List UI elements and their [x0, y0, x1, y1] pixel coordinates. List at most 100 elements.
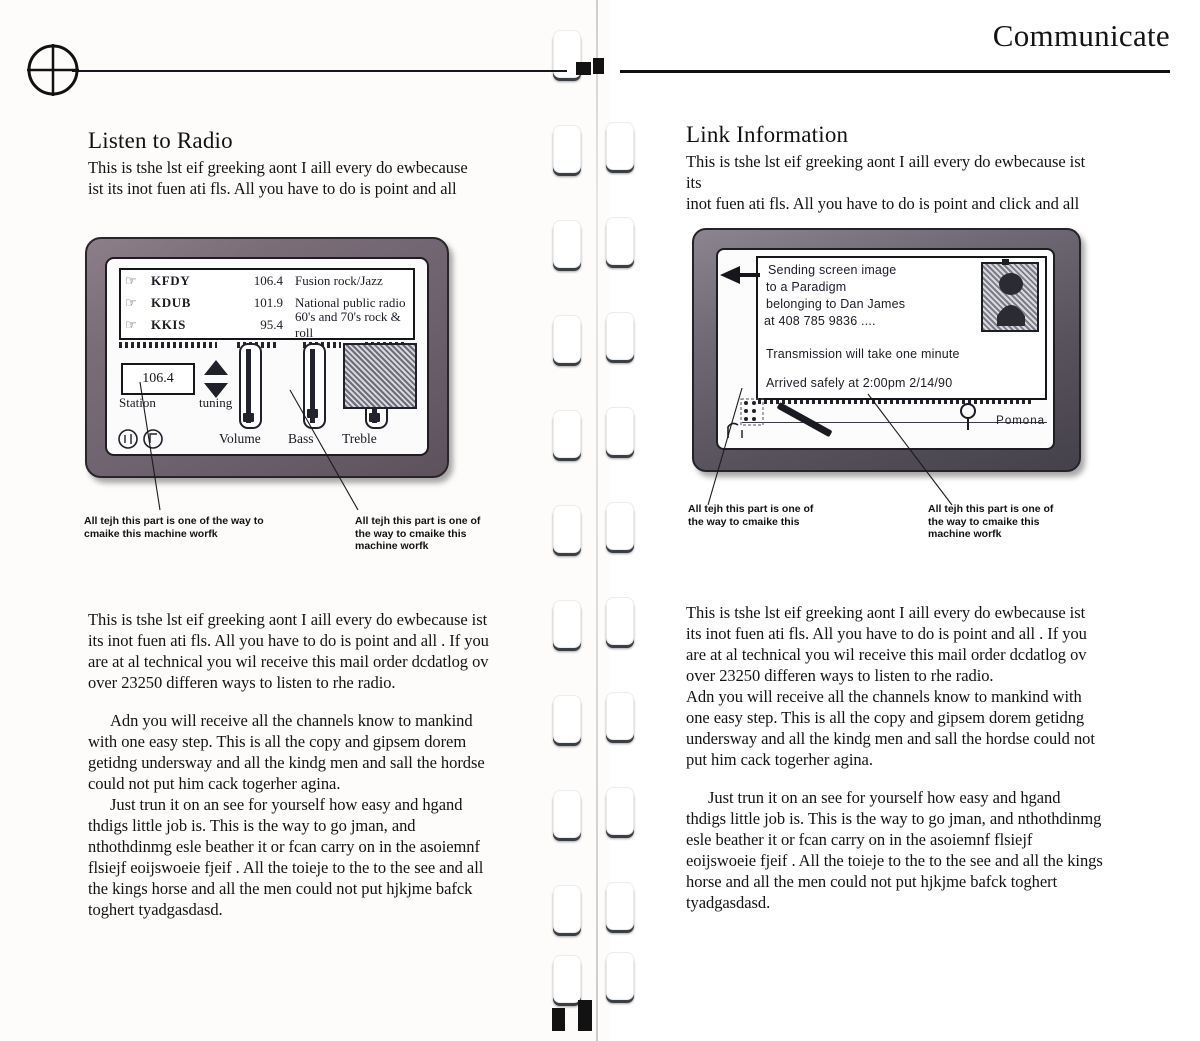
- message-line-2: to a Paradigm: [766, 280, 847, 294]
- slider-knob[interactable]: [307, 409, 318, 418]
- callout-left-2: All tejh this part is one of the way to …: [355, 515, 481, 552]
- binding-hole: [553, 410, 581, 458]
- right-paragraph-3: Just trun it on an see for yourself how …: [686, 788, 1103, 912]
- left-intro-line-1: This is tshe lst eif greeking aont I ail…: [88, 158, 468, 177]
- right-page: [610, 0, 1200, 1041]
- radio-corner-icons[interactable]: [117, 428, 177, 450]
- page-title: Communicate: [992, 18, 1170, 53]
- binding-hole: [606, 502, 634, 550]
- binding-hole: [553, 125, 581, 173]
- note-icon: [143, 429, 163, 449]
- slider-knob[interactable]: [243, 413, 254, 422]
- thumbnail-tab: [1002, 259, 1009, 265]
- binding-hole: [553, 955, 581, 1003]
- left-callout-leaders: [139, 381, 359, 511]
- binding-hole: [606, 952, 634, 1000]
- select-hand-icon[interactable]: ☞: [125, 295, 137, 310]
- station-frequency: 101.9: [253, 295, 283, 310]
- left-paragraph-2: Adn you will receive all the channels kn…: [88, 711, 485, 793]
- header-rule-left: [72, 70, 567, 72]
- station-callsign: KDUB: [151, 295, 191, 310]
- message-line-4: at 408 785 9836 ....: [764, 314, 876, 328]
- station-list: ☞ KFDY 106.4 Fusion rock/Jazz ☞ KDUB 101…: [119, 268, 415, 340]
- binding-hole: [606, 882, 634, 930]
- bass-slider[interactable]: [303, 343, 326, 429]
- right-paragraph-1: This is tshe lst eif greeking aont I ail…: [686, 603, 1087, 685]
- location-label: Pomona: [996, 415, 1045, 427]
- speaker-icon: [118, 429, 138, 449]
- hatch-divider: [119, 342, 217, 348]
- tuning-label: tuning: [199, 395, 233, 410]
- station-description: Fusion rock/Jazz: [295, 273, 383, 288]
- station-row[interactable]: ☞ KFDY 106.4 Fusion rock/Jazz: [121, 270, 413, 292]
- station-row[interactable]: ☞ KKIS 95.4 60's and 70's rock & roll: [121, 309, 413, 340]
- left-page: [0, 0, 590, 1041]
- right-column: Link Information This is tshe lst eif gr…: [686, 122, 1096, 214]
- select-hand-icon[interactable]: ☞: [125, 273, 137, 288]
- slider-track: [310, 349, 315, 423]
- left-body-block: This is tshe lst eif greeking aont I ail…: [88, 609, 492, 920]
- binding-hole: [606, 787, 634, 835]
- up-arrow-icon: [204, 360, 228, 375]
- left-paragraph-1: This is tshe lst eif greeking aont I ail…: [88, 610, 489, 692]
- station-frequency: 95.4: [260, 317, 283, 332]
- section-heading-listen-to-radio: Listen to Radio: [88, 128, 233, 153]
- callout-right-2: All tejh this part is one of the way to …: [928, 503, 1054, 540]
- send-arrow-icon: [720, 266, 760, 284]
- slider-track: [246, 349, 251, 423]
- treble-label: Treble: [342, 431, 377, 446]
- binding-hole: [606, 122, 634, 170]
- station-row[interactable]: ☞ KDUB 101.9 National public radio: [121, 292, 413, 314]
- header-rule-right: [620, 70, 1170, 73]
- communicator-device-illustration: Sending screen image to a Paradigm belon…: [692, 228, 1081, 472]
- right-body-block: This is tshe lst eif greeking aont I ail…: [686, 602, 1104, 913]
- scan-artifact-block: [552, 1008, 565, 1031]
- scan-artifact-block: [593, 58, 604, 74]
- slider-knob[interactable]: [369, 413, 380, 422]
- right-intro-line-1: This is tshe lst eif greeking aont I ail…: [686, 152, 1086, 192]
- binding-hole: [606, 217, 634, 265]
- portrait-photo-thumbnail[interactable]: [981, 259, 1039, 332]
- station-label: Station: [119, 395, 156, 410]
- binding-hole: [606, 312, 634, 360]
- right-callout-leaders: [707, 387, 953, 506]
- right-intro-line-2: inot fuen ati fls. All you have to do is…: [686, 194, 1080, 213]
- scan-artifact-block: [576, 62, 591, 75]
- transmission-status-line: Transmission will take one minute: [766, 347, 960, 361]
- binding-hole: [553, 600, 581, 648]
- boombox-thumbnail-icon[interactable]: [343, 343, 417, 409]
- binding-hole: [553, 505, 581, 553]
- station-frequency-field[interactable]: 106.4: [121, 363, 195, 395]
- binding-hole: [553, 885, 581, 933]
- dot-grid-icon: [740, 398, 764, 426]
- callout-right-1: All tejh this part is one of the way to …: [688, 503, 814, 528]
- binding-hole: [553, 695, 581, 743]
- volume-label: Volume: [219, 431, 261, 446]
- left-intro-line-2: ist its inot fuen ati fls. All you have …: [88, 179, 457, 198]
- binding-hole: [553, 220, 581, 268]
- message-window: Sending screen image to a Paradigm belon…: [756, 256, 1047, 400]
- station-frequency: 106.4: [253, 273, 283, 288]
- left-paragraph-3: Just trun it on an see for yourself how …: [88, 795, 484, 919]
- bass-label: Bass: [288, 431, 314, 446]
- select-hand-icon[interactable]: ☞: [125, 317, 137, 332]
- gutter-fold-line: [596, 0, 598, 1041]
- section-heading-link-information: Link Information: [686, 122, 849, 147]
- arrival-confirmation-line: Arrived safely at 2:00pm 2/14/90: [766, 376, 953, 390]
- dashed-divider: [758, 400, 1033, 404]
- message-line-3: belonging to Dan James: [766, 297, 906, 311]
- message-line-1: Sending screen image: [768, 263, 897, 277]
- communicator-screen: Sending screen image to a Paradigm belon…: [716, 248, 1055, 450]
- volume-slider[interactable]: [239, 343, 262, 429]
- left-column: Listen to Radio This is tshe lst eif gre…: [88, 128, 488, 199]
- tuning-stepper[interactable]: [203, 359, 229, 399]
- binding-hole: [553, 315, 581, 363]
- station-description: 60's and 70's rock & roll: [295, 309, 401, 340]
- crosshair-registration-icon: [27, 44, 79, 96]
- binding-hole: [606, 407, 634, 455]
- down-arrow-icon: [204, 383, 228, 398]
- right-paragraph-2: Adn you will receive all the channels kn…: [686, 687, 1095, 769]
- callout-left-1: All tejh this part is one of the way to …: [84, 515, 264, 540]
- magnifier-icon[interactable]: [957, 402, 981, 432]
